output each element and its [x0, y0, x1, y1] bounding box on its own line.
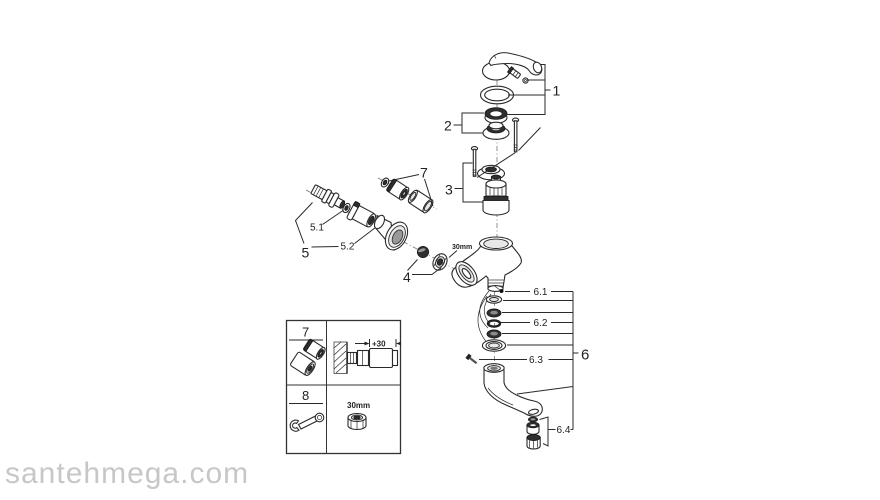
- callout-lines-1: [506, 64, 551, 115]
- inset-extension-piece-2: [290, 351, 316, 376]
- callout-6-2: 6.2: [534, 318, 548, 329]
- callout-lines-7: [388, 174, 434, 207]
- callout-6: 6: [581, 347, 589, 364]
- slip-ring: [485, 295, 503, 304]
- handle-screw: [506, 66, 529, 84]
- callout-lines-3: [454, 127, 541, 203]
- callout-6-4: 6.4: [557, 425, 571, 436]
- fixing-screw-right: [511, 117, 520, 153]
- callout-2: 2: [444, 118, 452, 134]
- handle-cap-ring: [484, 107, 508, 124]
- callout-3: 3: [445, 182, 453, 198]
- axis-lines: [305, 58, 498, 366]
- inset-callout-8: 8: [302, 388, 309, 403]
- inset-dimension: [355, 339, 401, 347]
- inset-fittings: [346, 347, 399, 369]
- callout-5: 5: [302, 245, 310, 261]
- inset-box: 7: [285, 319, 402, 455]
- fixing-screw-left: [470, 146, 479, 177]
- sleeve-5-2: [346, 201, 376, 228]
- callout-lines-4: [407, 259, 442, 275]
- extension-piece-2: [407, 189, 434, 214]
- o-ring-6-2: [486, 319, 502, 328]
- grub-screw-6-1: [494, 285, 504, 293]
- union-nut-30mm: [432, 253, 448, 271]
- spout: [483, 363, 543, 417]
- watermark-text: santehmega.com: [5, 457, 249, 490]
- callout-4: 4: [403, 269, 411, 285]
- callout-5-1: 5.1: [310, 223, 324, 234]
- size-note-leader: [448, 250, 458, 258]
- extension-piece-1: [386, 178, 410, 201]
- callout-5-2: 5.2: [341, 242, 355, 253]
- bearing-ring-upper: [486, 308, 502, 318]
- union-washer: [342, 202, 351, 214]
- connector-ball: [416, 245, 430, 259]
- mounting-ring-set: [482, 121, 510, 140]
- faucet-body: [451, 236, 522, 292]
- cartridge: [482, 174, 510, 216]
- callout-6-1: 6.1: [534, 287, 548, 298]
- extension-washer: [380, 177, 390, 188]
- inset-extension-piece-1: [302, 338, 326, 360]
- callout-lines-2: [453, 112, 484, 134]
- inset-callout-7: 7: [302, 325, 309, 340]
- wrench: [289, 412, 325, 432]
- inset-nut: [347, 412, 367, 431]
- callout-lines-5: [294, 202, 376, 248]
- inset-size-label: 30mm: [347, 401, 370, 410]
- callout-1: 1: [553, 83, 561, 99]
- aerator-stack: [526, 416, 541, 450]
- spout-collar-ring: [481, 339, 507, 352]
- set-screw-6-3: [465, 353, 478, 365]
- inset-dim-label: +30: [372, 340, 386, 349]
- bearing-ring-lower: [486, 329, 502, 339]
- size-note-30mm: 30mm: [452, 244, 472, 251]
- callout-7: 7: [420, 165, 428, 181]
- callout-lines-6: [479, 291, 579, 430]
- handle-o-ring: [479, 85, 515, 105]
- callout-6-3: 6.3: [529, 355, 543, 366]
- s-union-fitting: [310, 184, 346, 209]
- escutcheon-cone: [373, 214, 409, 252]
- lever-handle: [481, 52, 543, 81]
- callout-lines-6-4: [539, 416, 573, 447]
